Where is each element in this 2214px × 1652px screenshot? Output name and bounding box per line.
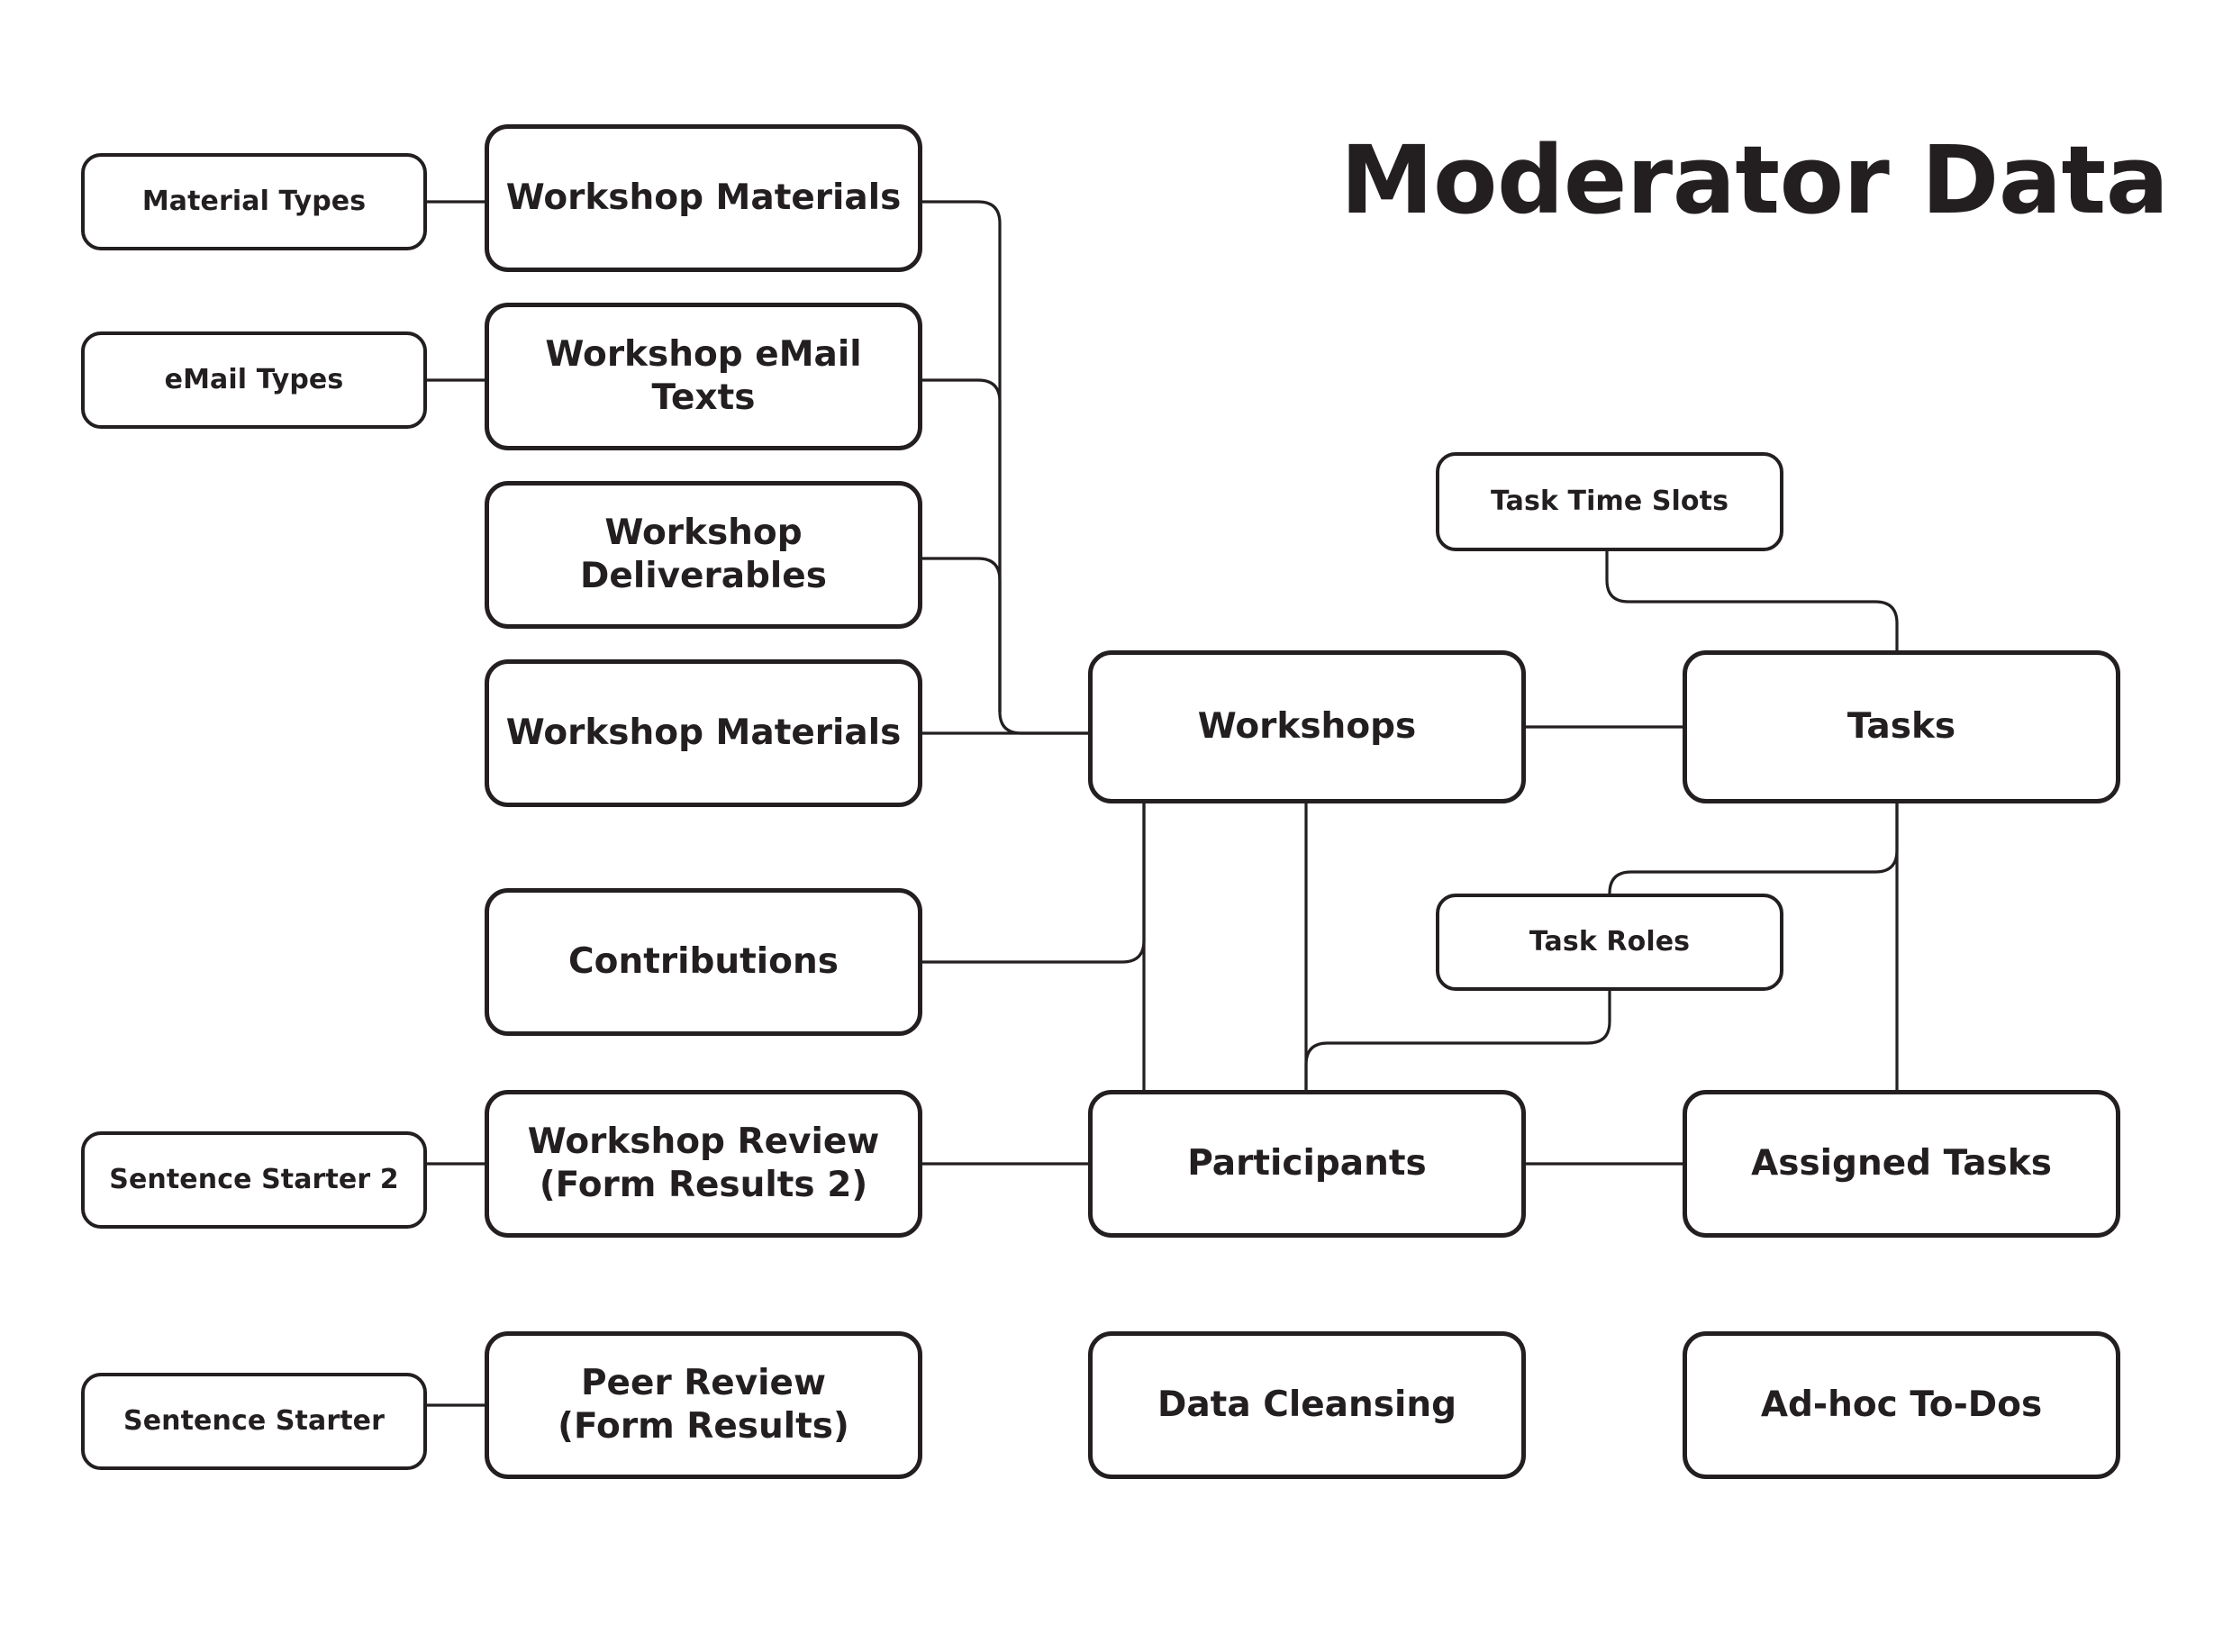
node-label-workshop-materials-2: Workshop Materials bbox=[505, 713, 902, 754]
node-assigned-tasks[interactable]: Assigned Tasks bbox=[1683, 1090, 2120, 1238]
connector-task-time-slots--tasks bbox=[1605, 549, 1899, 652]
node-peer-review[interactable]: Peer Review (Form Results) bbox=[485, 1331, 922, 1479]
node-label-contributions: Contributions bbox=[568, 941, 839, 983]
node-label-workshop-review: Workshop Review (Form Results 2) bbox=[527, 1121, 880, 1205]
node-label-workshop-email-texts: Workshop eMail Texts bbox=[545, 334, 862, 418]
connector-workshop-email-texts--workshops bbox=[921, 378, 1002, 713]
node-contributions[interactable]: Contributions bbox=[485, 888, 922, 1036]
node-email-types[interactable]: eMail Types bbox=[81, 331, 427, 429]
node-workshops[interactable]: Workshops bbox=[1088, 650, 1526, 803]
node-sentence-starter[interactable]: Sentence Starter bbox=[81, 1373, 427, 1470]
node-label-sentence-starter-2: Sentence Starter 2 bbox=[109, 1163, 399, 1195]
node-workshop-deliverables[interactable]: Workshop Deliverables bbox=[485, 481, 922, 629]
node-label-data-cleansing: Data Cleansing bbox=[1157, 1384, 1456, 1426]
node-workshop-materials-2[interactable]: Workshop Materials bbox=[485, 659, 922, 807]
node-label-task-roles: Task Roles bbox=[1529, 925, 1691, 958]
node-adhoc-todos[interactable]: Ad-hoc To-Dos bbox=[1683, 1331, 2120, 1479]
node-participants[interactable]: Participants bbox=[1088, 1090, 1526, 1238]
page-title: Moderator Data bbox=[1340, 125, 2169, 235]
node-label-workshop-deliverables: Workshop Deliverables bbox=[580, 513, 827, 596]
node-label-email-types: eMail Types bbox=[164, 363, 344, 395]
node-task-roles[interactable]: Task Roles bbox=[1436, 894, 1783, 991]
node-label-adhoc-todos: Ad-hoc To-Dos bbox=[1760, 1384, 2043, 1426]
connector-contributions--workshops bbox=[921, 802, 1146, 964]
connector-tasks--task-roles bbox=[1608, 802, 1899, 895]
node-material-types[interactable]: Material Types bbox=[81, 153, 427, 250]
node-label-participants: Participants bbox=[1187, 1143, 1427, 1185]
connector-workshop-deliverables--workshops bbox=[921, 557, 1002, 713]
node-label-workshops: Workshops bbox=[1197, 706, 1417, 748]
node-sentence-starter-2[interactable]: Sentence Starter 2 bbox=[81, 1131, 427, 1229]
node-data-cleansing[interactable]: Data Cleansing bbox=[1088, 1331, 1526, 1479]
node-label-workshop-materials-1: Workshop Materials bbox=[505, 177, 902, 219]
connector-workshop-materials-1--workshops bbox=[921, 200, 1090, 735]
node-label-peer-review: Peer Review (Form Results) bbox=[558, 1363, 849, 1447]
node-workshop-materials-1[interactable]: Workshop Materials bbox=[485, 124, 922, 272]
node-label-sentence-starter: Sentence Starter bbox=[123, 1404, 385, 1437]
node-task-time-slots[interactable]: Task Time Slots bbox=[1436, 452, 1783, 551]
node-label-material-types: Material Types bbox=[141, 185, 367, 217]
node-workshop-email-texts[interactable]: Workshop eMail Texts bbox=[485, 303, 922, 450]
connector-task-roles--participants bbox=[1304, 989, 1611, 1092]
node-label-task-time-slots: Task Time Slots bbox=[1490, 485, 1729, 517]
node-label-assigned-tasks: Assigned Tasks bbox=[1751, 1143, 2052, 1185]
node-label-tasks: Tasks bbox=[1847, 706, 1956, 748]
node-tasks[interactable]: Tasks bbox=[1683, 650, 2120, 803]
node-workshop-review[interactable]: Workshop Review (Form Results 2) bbox=[485, 1090, 922, 1238]
